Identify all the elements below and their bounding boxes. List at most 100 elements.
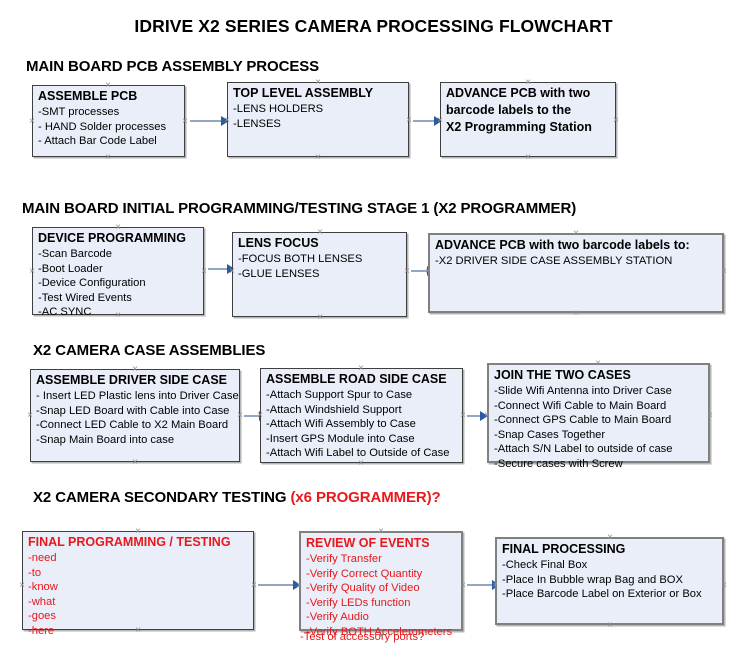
connection-handle[interactable] <box>720 267 729 276</box>
section-heading-text: X2 CAMERA CASE ASSEMBLIES <box>33 342 266 359</box>
flow-box-title: ADVANCE PCB with two <box>446 86 591 100</box>
flow-box-final-processing[interactable]: FINAL PROCESSING -Check Final Box -Place… <box>495 537 724 625</box>
connector-final-programming-to-review-of-events <box>258 580 301 590</box>
flow-box-line: -Scan Barcode <box>38 248 113 260</box>
connection-handle[interactable] <box>314 153 323 162</box>
connection-handle[interactable] <box>104 81 113 90</box>
flow-box-line: -what <box>28 595 56 608</box>
flow-box-review-of-events[interactable]: REVIEW OF EVENTS -Verify Transfer -Verif… <box>299 531 463 638</box>
connection-handle[interactable] <box>706 411 715 420</box>
flow-box-title: ADVANCE PCB with two barcode labels to: <box>435 238 690 252</box>
flow-box-line: -Test Wired Events <box>38 291 132 304</box>
flow-box-line: -Verify Transfer <box>306 553 382 565</box>
flow-box-overflow-line: -Test of accessory ports? <box>300 631 425 643</box>
flow-box-line: -Place Barcode Label on Exterior or Box <box>502 588 702 601</box>
flow-box-line: -Connect LED Cable to X2 Main Board <box>36 419 229 432</box>
connection-handle[interactable] <box>18 581 27 590</box>
connector-review-of-events-to-final-processing <box>467 580 500 590</box>
page-title: IDRIVE X2 SERIES CAMERA PROCESSING FLOWC… <box>134 16 613 36</box>
connection-handle[interactable] <box>316 228 325 237</box>
flow-box-advance-pcb-to-driver-side-case-assembly[interactable]: ADVANCE PCB with two barcode labels to: … <box>428 233 724 313</box>
connection-handle[interactable] <box>572 229 581 238</box>
flow-box-line: -Attach S/N Label to outside of case <box>494 443 673 456</box>
flow-box-top-level-assembly[interactable]: TOP LEVEL ASSEMBLY -LENS HOLDERS -LENSES <box>227 82 409 157</box>
flow-box-line: barcode labels to the <box>446 103 572 117</box>
connection-handle[interactable] <box>606 533 615 542</box>
flow-box-line: -Verify Correct Quantity <box>306 567 423 580</box>
flow-box-line: -SMT processes <box>38 106 120 118</box>
connection-handle[interactable] <box>357 459 366 468</box>
flow-box-line: -know <box>28 581 58 594</box>
connection-handle[interactable] <box>572 309 581 318</box>
connection-handle[interactable] <box>316 313 325 322</box>
connection-handle[interactable] <box>483 411 492 420</box>
connection-handle[interactable] <box>612 116 621 125</box>
flow-box-line: -Snap Main Board into case <box>36 433 175 446</box>
connection-handle[interactable] <box>295 581 304 590</box>
connection-handle[interactable] <box>26 411 35 420</box>
connection-handle[interactable] <box>436 116 445 125</box>
flow-box-join-the-two-cases[interactable]: JOIN THE TWO CASES -Slide Wifi Antenna i… <box>487 363 710 470</box>
flow-box-title: FINAL PROCESSING <box>502 542 626 556</box>
connection-handle[interactable] <box>606 621 615 630</box>
connection-handle[interactable] <box>314 78 323 87</box>
section-heading-text: X2 CAMERA SECONDARY TESTING <box>33 489 291 506</box>
connection-handle[interactable] <box>256 411 265 420</box>
connection-handle[interactable] <box>377 527 386 536</box>
connection-handle[interactable] <box>134 527 143 536</box>
flow-box-assemble-pcb[interactable]: ASSEMBLE PCB -SMT processes - HAND Solde… <box>32 85 185 157</box>
connector-road-side-case-to-join-two-cases <box>467 411 488 421</box>
connection-handle[interactable] <box>28 267 37 276</box>
connection-handle[interactable] <box>357 364 366 373</box>
section-heading-main-board-pcb-assembly-process: MAIN BOARD PCB ASSEMBLY PROCESS <box>26 58 319 75</box>
connector-device-programming-to-lens-focus <box>208 264 235 274</box>
flow-box-line: -Connect GPS Cable to Main Board <box>494 414 672 427</box>
connection-handle[interactable] <box>491 581 500 590</box>
section-heading-text: MAIN BOARD INITIAL PROGRAMMING/TESTING S… <box>22 200 577 217</box>
flow-box-line: -AC SYNC <box>38 306 92 319</box>
connection-handle[interactable] <box>594 459 603 468</box>
connector-top-level-assembly-to-advance-pcb <box>413 116 442 126</box>
flow-box-line: - HAND Solder processes <box>38 120 167 133</box>
connection-handle[interactable] <box>424 267 433 276</box>
connection-handle[interactable] <box>131 458 140 467</box>
connection-handle[interactable] <box>104 153 113 162</box>
flow-box-line: -Connect Wifi Cable to Main Board <box>494 399 667 412</box>
connection-handle[interactable] <box>720 581 729 590</box>
section-heading-accent: (x6 PROGRAMMER)? <box>290 489 441 506</box>
connection-handle[interactable] <box>114 223 123 232</box>
connection-handle[interactable] <box>114 311 123 320</box>
flow-box-line: -Attach Support Spur to Case <box>266 389 413 401</box>
flow-box-line: -FOCUS BOTH LENSES <box>238 253 363 265</box>
section-heading-x2-camera-case-assemblies: X2 CAMERA CASE ASSEMBLIES <box>33 342 265 359</box>
connection-handle[interactable] <box>377 632 386 641</box>
flow-box-device-programming[interactable]: DEVICE PROGRAMMING -Scan Barcode -Boot L… <box>32 227 204 318</box>
flow-box-line: -Verify Quality of Video <box>306 582 420 595</box>
flow-box-line: -Place In Bubble wrap Bag and BOX <box>502 573 683 586</box>
connection-handle[interactable] <box>181 117 190 126</box>
connection-handle[interactable] <box>134 626 143 635</box>
flow-box-title: ASSEMBLE ROAD SIDE CASE <box>266 372 447 386</box>
flow-box-title: FINAL PROGRAMMING / TESTING <box>28 535 231 549</box>
flow-box-line: -goes <box>28 610 56 623</box>
flow-box-line: -Slide Wifi Antenna into Driver Case <box>494 385 672 397</box>
connection-handle[interactable] <box>28 117 37 126</box>
flow-box-assemble-road-side-case[interactable]: ASSEMBLE ROAD SIDE CASE -Attach Support … <box>260 368 463 463</box>
connection-handle[interactable] <box>524 153 533 162</box>
connection-handle[interactable] <box>524 78 533 87</box>
flow-box-title: LENS FOCUS <box>238 236 319 250</box>
flow-box-lens-focus[interactable]: LENS FOCUS -FOCUS BOTH LENSES -GLUE LENS… <box>232 232 407 317</box>
connection-handle[interactable] <box>228 267 237 276</box>
connection-handle[interactable] <box>594 359 603 368</box>
connection-handle[interactable] <box>131 365 140 374</box>
connection-handle[interactable] <box>223 116 232 125</box>
flow-box-title: REVIEW OF EVENTS <box>306 536 430 550</box>
flow-box-line: -Secure cases with Screw <box>494 457 623 470</box>
section-heading-main-board-initial-programming: MAIN BOARD INITIAL PROGRAMMING/TESTING S… <box>22 200 576 217</box>
flow-box-line: -Verify Audio <box>306 611 369 624</box>
flow-box-title: TOP LEVEL ASSEMBLY <box>233 86 374 100</box>
flow-box-assemble-driver-side-case[interactable]: ASSEMBLE DRIVER SIDE CASE - Insert LED P… <box>30 369 240 462</box>
flow-box-advance-pcb-to-programming-station[interactable]: ADVANCE PCB with two barcode labels to t… <box>440 82 616 157</box>
flow-box-final-programming-testing[interactable]: FINAL PROGRAMMING / TESTING -need -to -k… <box>22 531 254 637</box>
